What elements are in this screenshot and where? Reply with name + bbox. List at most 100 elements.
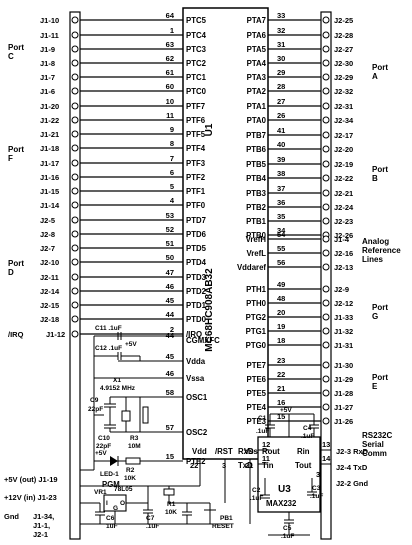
u3-circuit: [258, 413, 331, 536]
connector-pin: [322, 189, 330, 197]
connector-pin: [71, 116, 79, 124]
right-connector-label: J2-28: [334, 31, 353, 40]
connector-pin: [71, 45, 79, 53]
right-pin-label: PTA0: [247, 116, 267, 125]
u3-rin-label: Rin: [297, 447, 310, 456]
left-connector-label: J1-10: [40, 16, 59, 25]
right-connector-label: J2-34: [334, 116, 354, 125]
connector-pin: [71, 59, 79, 67]
c10-label: C10: [98, 435, 110, 442]
left-connector-label: J1-11: [40, 31, 59, 40]
left-pin-number: 62: [166, 54, 174, 63]
right-pin-number: 23: [277, 356, 285, 365]
connector-pin: [322, 131, 330, 139]
right-pin-number: 34: [277, 226, 286, 235]
left-pin-number: 44: [166, 310, 175, 319]
right-pin-label: PTE6: [247, 375, 267, 384]
right-pin-number: 39: [277, 155, 285, 164]
left-connector-label: J2-5: [40, 216, 55, 225]
right-pin-number: 36: [277, 198, 285, 207]
right-connector-label: J1-31: [334, 341, 353, 350]
connector-pin: [322, 116, 330, 124]
internal-pin-label: PTE2: [186, 457, 206, 466]
right-pin-label: PTA3: [247, 73, 267, 82]
regulator-out-label: O: [120, 500, 125, 507]
left-pin-label: PTD0: [186, 315, 207, 324]
c3-value: .1uF: [310, 493, 323, 500]
right-pin-label: PTA4: [247, 59, 267, 68]
right-pin-label: PTE5: [247, 389, 267, 398]
left-pin-label: PTD3: [186, 273, 207, 282]
right-connector-label: J2-25: [334, 16, 353, 25]
pb1-label: PB1: [220, 515, 233, 522]
internal-pin-label: Vdda: [186, 357, 206, 366]
right-pin-label: PTG1: [246, 327, 267, 336]
right-pin-number: 49: [277, 280, 285, 289]
right-pin-number: 40: [277, 140, 285, 149]
left-pin-label: PTC5: [186, 16, 207, 25]
reset-button-label[interactable]: RESET: [212, 523, 234, 530]
right-pin-label: PTE4: [247, 403, 267, 412]
c7-value: .1uF: [146, 523, 159, 530]
left-pin-number: 50: [166, 253, 174, 262]
connector-pin: [71, 315, 79, 323]
r3-value: 10M: [128, 443, 141, 450]
right-pin-label: Vddaref: [237, 263, 266, 272]
right-pin-number: 18: [277, 336, 285, 345]
left-connector-label: J1-12: [46, 330, 65, 339]
right-pin-label: PTG0: [246, 341, 267, 350]
right-pin-label: PTB3: [246, 189, 267, 198]
left-pin-number: 63: [166, 40, 174, 49]
left-connector-label: J2-8: [40, 230, 55, 239]
left-pin-number: 45: [166, 296, 174, 305]
right-pin-number: 56: [277, 258, 285, 267]
left-pin-number: 64: [166, 11, 175, 20]
right-connector-label: J2-26: [334, 231, 353, 240]
r1-label: R1: [167, 501, 176, 508]
vss-pin-label: Vss: [244, 447, 259, 456]
r3-label: R3: [130, 435, 139, 442]
connector-pin: [71, 330, 79, 338]
left-connector-label: J1-15: [40, 187, 59, 196]
right-connector-label: J2-22: [334, 174, 353, 183]
left-pin-label: PTD6: [186, 230, 207, 239]
c2-value: .1uF: [250, 495, 263, 502]
right-pin-number: 32: [277, 26, 285, 35]
connector-pin: [322, 313, 330, 321]
right-pin-label: PTB2: [246, 203, 267, 212]
connector-pin: [322, 263, 330, 271]
connector-pin: [71, 187, 79, 195]
right-pin-label: PTE7: [247, 361, 267, 370]
left-pin-label: PTC0: [186, 87, 207, 96]
connector-pin: [71, 201, 79, 209]
internal-pin-number: 15: [166, 452, 174, 461]
u3-rout-label: Rout: [262, 447, 280, 456]
c2-label: C2: [252, 487, 261, 494]
internal-pin-number: 44: [166, 331, 175, 340]
left-pin-number: 46: [166, 282, 174, 291]
vr1-label: VR1: [94, 489, 107, 496]
right-pin-number: 31: [277, 40, 285, 49]
left-pin-number: 11: [166, 111, 174, 120]
left-connector-label: J1-17: [40, 159, 59, 168]
right-pin-number: 21: [277, 384, 285, 393]
rst-pin-label: /RST: [215, 447, 233, 456]
left-pin-number: 53: [166, 211, 174, 220]
right-pin-number: 33: [277, 11, 285, 20]
left-pin-label: PTC4: [186, 31, 207, 40]
c4-label: C4: [303, 425, 312, 432]
right-pin-number: 30: [277, 54, 285, 63]
right-connector-label: J1-4: [334, 235, 350, 244]
left-connector-label: J1-6: [40, 87, 55, 96]
left-pin-label: PTC2: [186, 59, 207, 68]
connector-pin: [322, 249, 330, 257]
left-pin-label: PTD1: [186, 301, 207, 310]
left-pin-number: 2: [170, 325, 174, 334]
right-connector-label: J1-27: [334, 403, 353, 412]
left-pin-label: PTC1: [186, 73, 207, 82]
left-pin-number: 4: [170, 196, 175, 205]
internal-pin-label: CGMXFC: [186, 336, 220, 345]
